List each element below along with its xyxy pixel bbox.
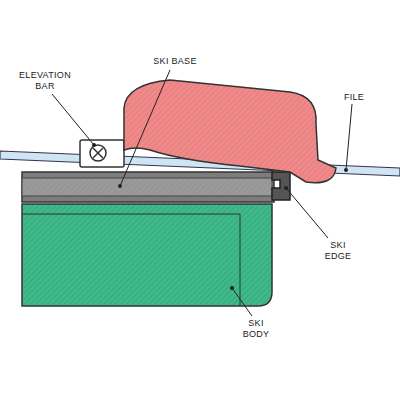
leader-dot bbox=[230, 286, 234, 290]
leader-dot bbox=[344, 168, 348, 172]
ski-base bbox=[22, 172, 274, 202]
part-label: SKI BODY bbox=[238, 318, 274, 340]
part-label: SKI EDGE bbox=[320, 240, 356, 262]
screw-slot bbox=[93, 148, 103, 158]
part-label: SKI BASE bbox=[140, 56, 210, 67]
file-guide-handle bbox=[124, 80, 336, 183]
leader-line bbox=[346, 104, 352, 170]
leader-dot bbox=[92, 143, 96, 147]
ski-body-step bbox=[22, 214, 240, 215]
elevation-bar bbox=[80, 140, 124, 167]
ski-body-step bbox=[240, 214, 241, 306]
screw-slot bbox=[93, 148, 103, 158]
ski-edge bbox=[272, 172, 290, 200]
leader-line bbox=[52, 94, 94, 145]
part-label: ELEVATION BAR bbox=[14, 70, 76, 92]
leader-dot bbox=[118, 184, 122, 188]
leader-dot bbox=[284, 186, 288, 190]
leader-line bbox=[286, 188, 328, 238]
part-label: FILE bbox=[334, 92, 374, 103]
screw-head bbox=[90, 145, 106, 161]
ski-base-inner bbox=[22, 178, 272, 196]
leader-line bbox=[120, 70, 170, 186]
leader-line bbox=[232, 288, 252, 316]
